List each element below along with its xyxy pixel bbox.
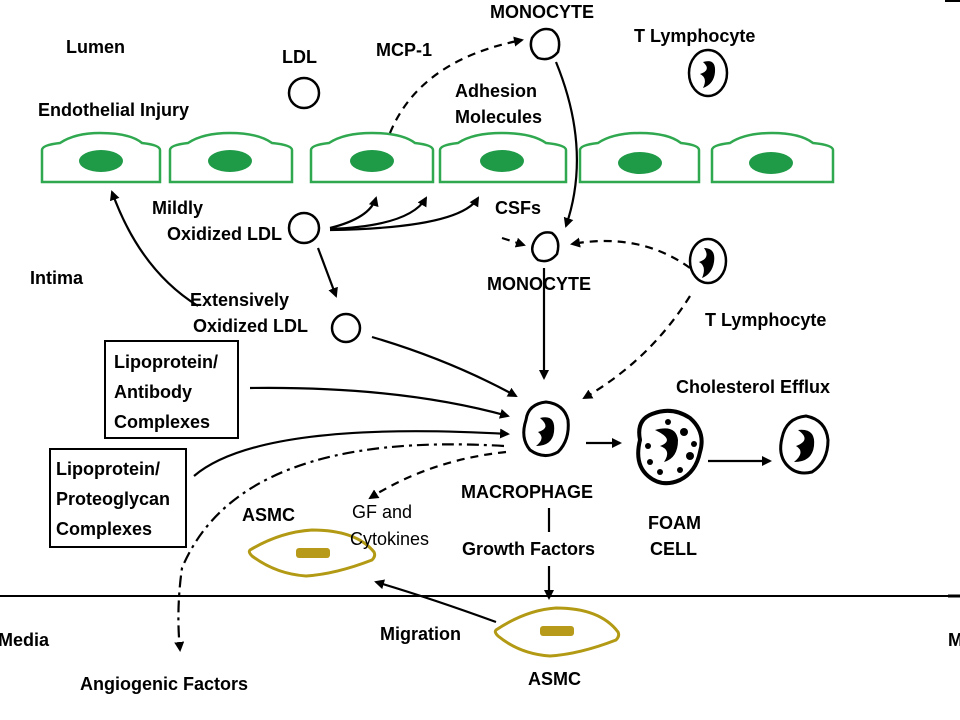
intima-label: Intima: [30, 268, 84, 288]
t-lymphocyte-top-label: T Lymphocyte: [634, 26, 755, 46]
lipo-antibody-line1: Lipoprotein/: [114, 352, 218, 372]
extensively-label-line2: Oxidized LDL: [193, 316, 308, 336]
t-lymphocyte-activation-arrow: [582, 295, 691, 399]
gf-cytokines-arrow: [368, 450, 507, 500]
ldl-label: LDL: [282, 47, 317, 67]
foam-label-line1: FOAM: [648, 513, 701, 533]
mildly-label-line2: Oxidized LDL: [167, 224, 282, 244]
monocyte-mid-cell: [530, 231, 560, 263]
endothelial-layer: [40, 131, 835, 184]
antibody-complex-arrow: [249, 386, 510, 419]
t-lymphocyte-mid-cell: [688, 237, 728, 285]
extensively-label-line1: Extensively: [190, 290, 289, 310]
t-lymphocyte-mid-label: T Lymphocyte: [705, 310, 826, 330]
lipo-proteo-line3: Complexes: [56, 519, 152, 539]
asmc-left-label: ASMC: [242, 505, 295, 525]
labels: Lumen Endothelial Injury LDL MCP-1 MONOC…: [0, 2, 960, 694]
mcp1-arrow: [388, 36, 524, 134]
lipoprotein-proteoglycan-box: [49, 448, 187, 548]
mildly-oxidized-ldl-particle: [287, 211, 321, 245]
lipo-antibody-line3: Complexes: [114, 412, 210, 432]
monocyte-top-label: MONOCYTE: [490, 2, 594, 22]
lipo-proteo-line1: Lipoprotein/: [56, 459, 160, 479]
ldl-particle: [287, 76, 321, 110]
csfs-arrow: [501, 236, 526, 248]
adhesion-label-line2: Molecules: [455, 107, 542, 127]
injury-arrow: [109, 190, 199, 307]
endothelial-cell: [710, 131, 835, 184]
asmc-bottom-cell: [493, 606, 621, 658]
csfs-label: CSFs: [495, 198, 541, 218]
adhesion-label-line1: Adhesion: [455, 81, 537, 101]
edge-letter-right: M: [948, 630, 960, 650]
macrophage-cell: [522, 400, 570, 457]
media-label: Media: [0, 630, 50, 650]
endothelial-injury-label: Endothelial Injury: [38, 100, 189, 120]
mild-ldl-arrow-1: [329, 196, 379, 230]
mildly-label-line1: Mildly: [152, 198, 203, 218]
cell-nucleus: [480, 150, 524, 172]
monocyte-migration-arrow: [554, 61, 578, 228]
mcp1-label: MCP-1: [376, 40, 432, 60]
cholesterol-efflux-label: Cholesterol Efflux: [676, 377, 830, 397]
growth-factors-label: Growth Factors: [462, 539, 595, 559]
cell-nucleus: [79, 150, 123, 172]
lumen-label: Lumen: [66, 37, 125, 57]
mild-ldl-arrow-2: [329, 196, 427, 231]
migration-label: Migration: [380, 624, 461, 644]
endothelial-cell: [40, 131, 162, 184]
foam-label-line2: CELL: [650, 539, 697, 559]
gf-cytokines-line2: Cytokines: [350, 529, 429, 549]
ox-ldl-uptake-arrow: [371, 335, 518, 397]
extensively-oxidized-ldl-particle: [330, 312, 362, 344]
cell-nucleus: [208, 150, 252, 172]
proteoglycan-complex-arrow: [193, 428, 510, 477]
endothelial-cell: [309, 131, 435, 184]
migration-arrow: [374, 579, 497, 624]
macrophage-label: MACROPHAGE: [461, 482, 593, 502]
endothelial-cell: [578, 131, 701, 184]
oxidation-arrow: [316, 247, 338, 298]
lipo-antibody-line2: Antibody: [114, 382, 192, 402]
asmc-left-cell: [247, 528, 377, 578]
lipoprotein-antibody-box: [104, 340, 239, 439]
gf-cytokines-line1: GF and: [352, 502, 412, 522]
endothelial-cell: [168, 131, 294, 184]
angiogenic-factors-label: Angiogenic Factors: [80, 674, 248, 694]
monocyte-top-cell: [529, 27, 561, 61]
asmc-bottom-label: ASMC: [528, 669, 581, 689]
arrows: [109, 36, 772, 652]
foam-cell: [636, 408, 704, 486]
mild-ldl-arrow-3: [329, 196, 480, 232]
angiogenic-arrow: [174, 443, 505, 652]
monocyte-mid-label: MONOCYTE: [487, 274, 591, 294]
t-lymphocyte-recruit-arrow: [570, 237, 691, 269]
lipo-proteo-line2: Proteoglycan: [56, 489, 170, 509]
cell-nucleus: [350, 150, 394, 172]
cell-nucleus: [618, 152, 662, 174]
efflux-macrophage-cell: [779, 414, 830, 475]
cell-nucleus: [749, 152, 793, 174]
t-lymphocyte-top-cell: [687, 48, 729, 98]
endothelial-cell: [438, 131, 568, 184]
